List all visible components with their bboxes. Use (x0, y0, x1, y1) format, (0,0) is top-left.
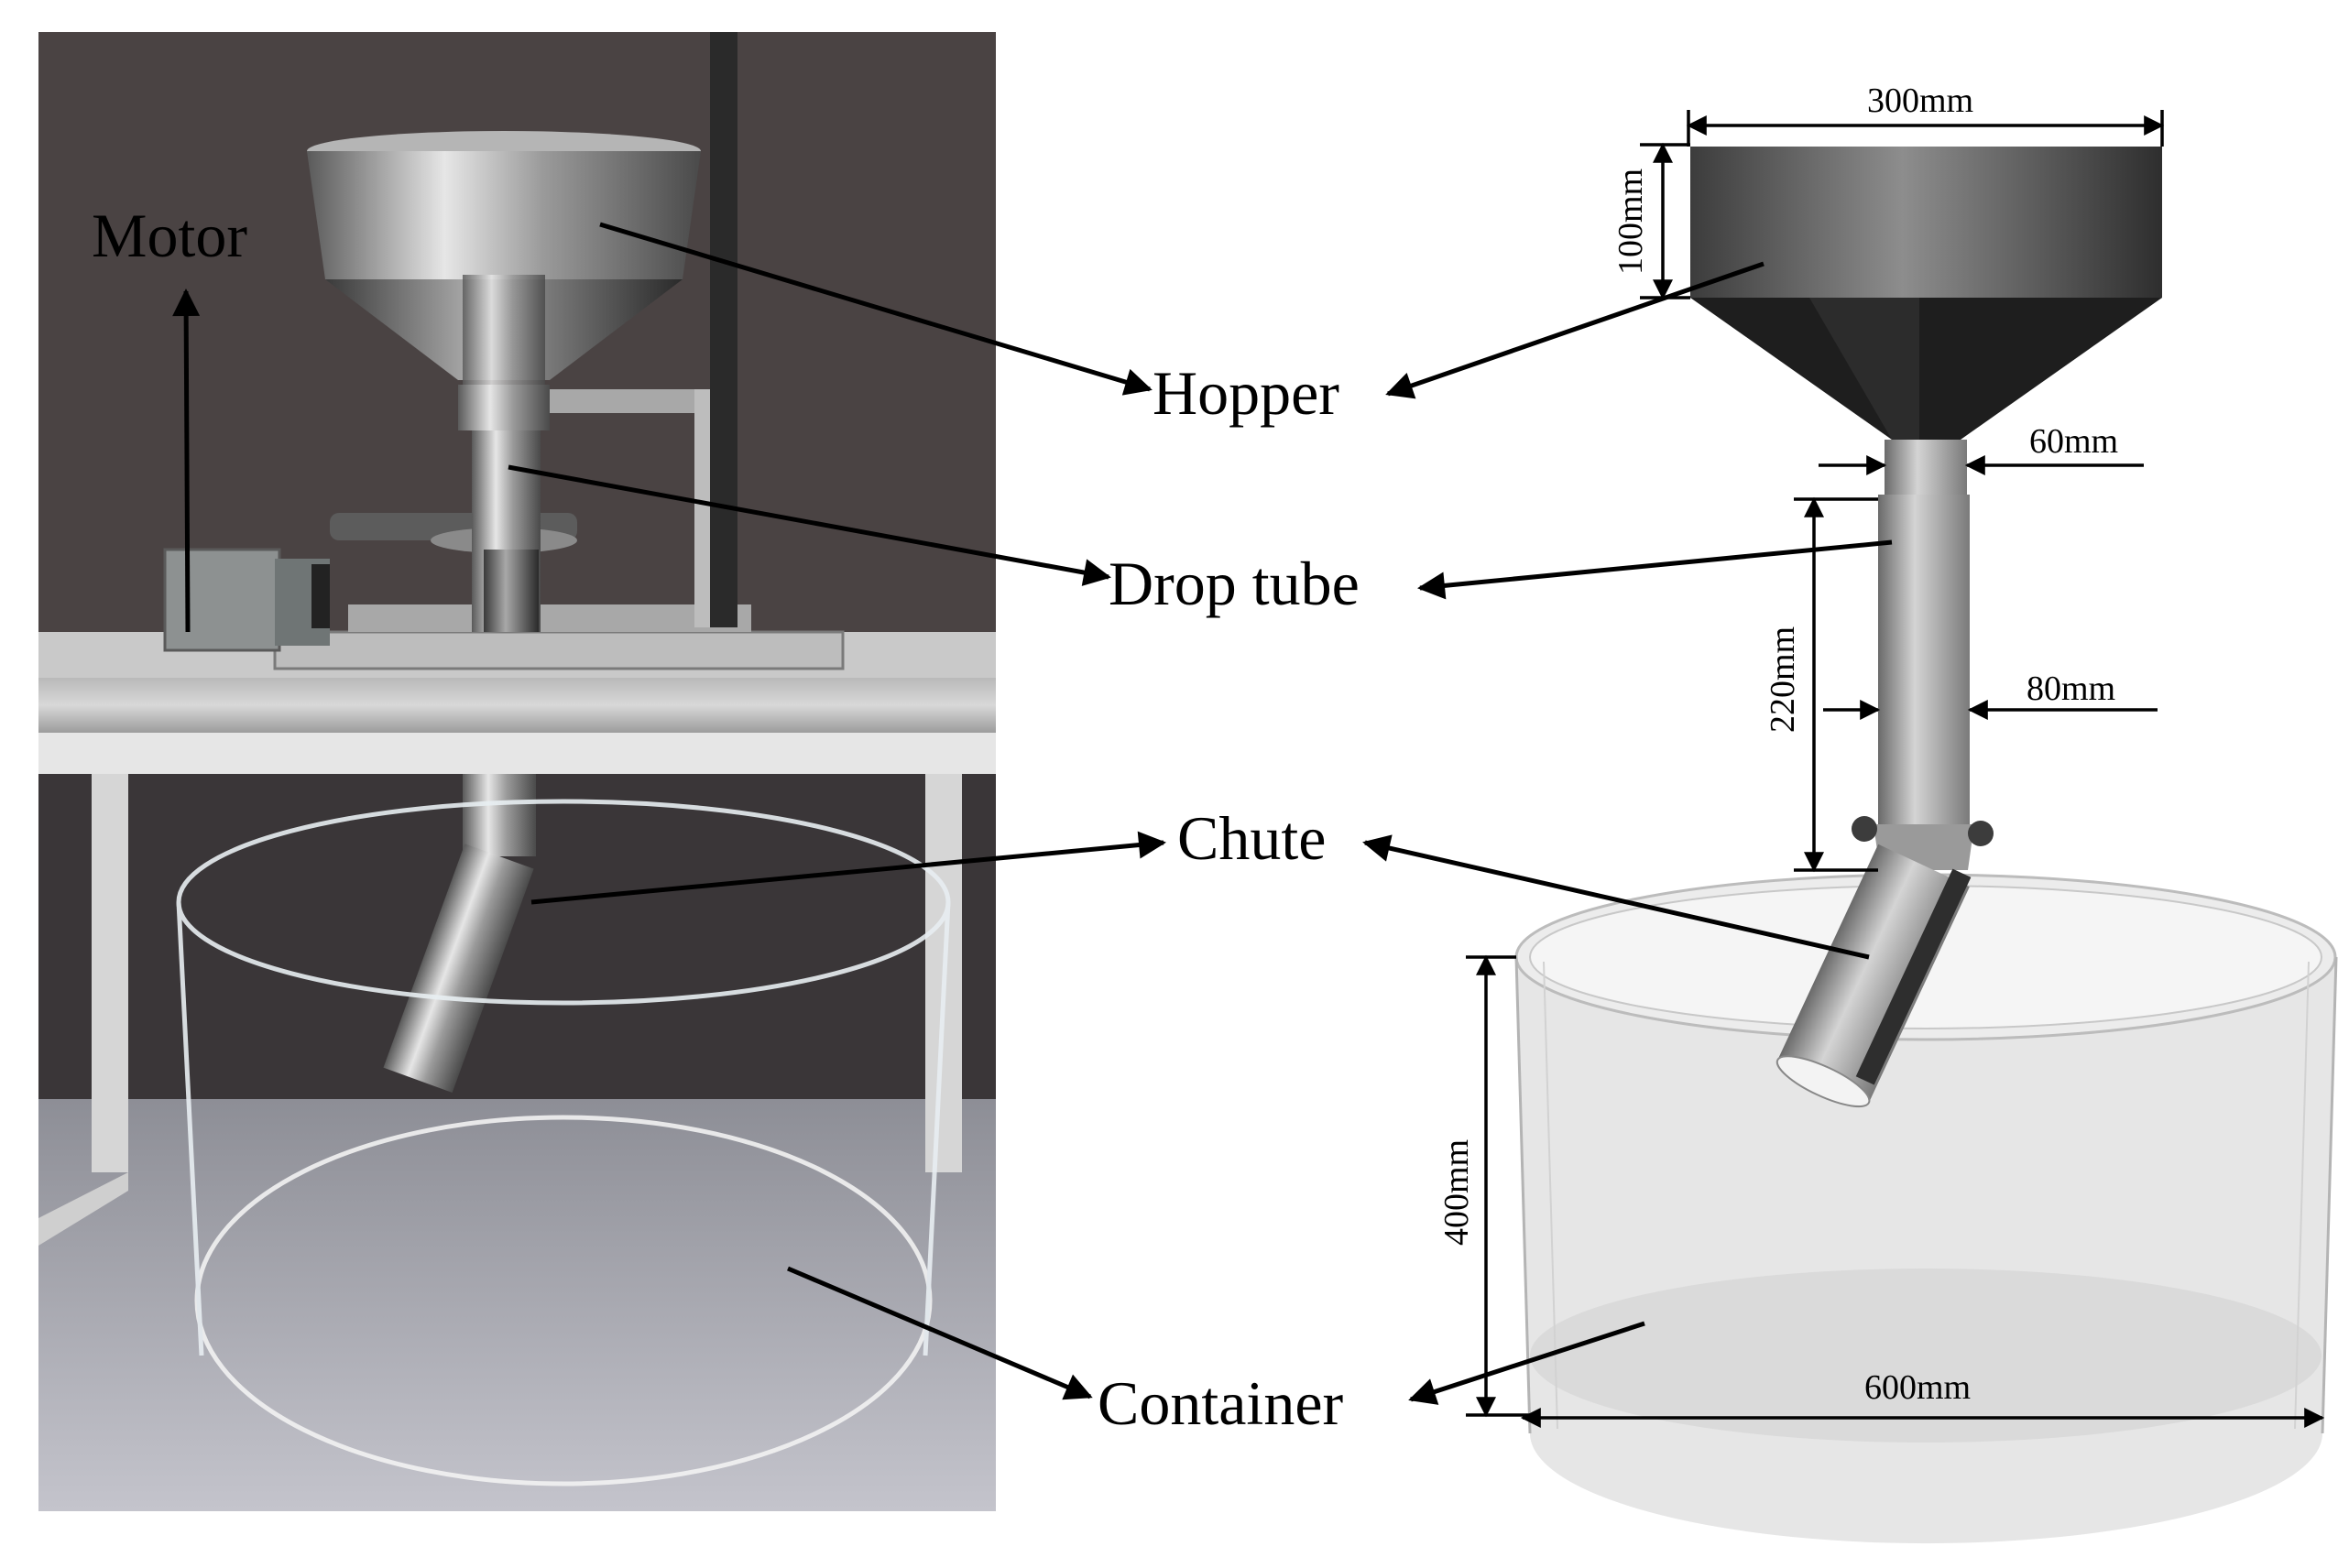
motor-photo (163, 548, 330, 652)
label-drop-tube: Drop tube (1109, 549, 1360, 618)
dim-hopper-height: 100mm (1612, 169, 1650, 275)
leader-arrows (172, 222, 1893, 1405)
dim-tube-top-diameter: 60mm (2029, 422, 2118, 461)
drop-tube-cad (1874, 440, 1974, 870)
label-chute: Chute (1177, 803, 1326, 873)
dim-tube-length: 220mm (1764, 626, 1802, 733)
dim-tube-diameter: 80mm (2027, 670, 2115, 708)
chute-cad (1775, 844, 1972, 1108)
container-photo (176, 799, 951, 1486)
dimension-lines (1466, 110, 2325, 1428)
label-hopper: Hopper (1153, 358, 1339, 428)
hopper-cad (1690, 147, 2162, 440)
dim-hopper-width: 300mm (1867, 82, 1973, 120)
label-container: Container (1098, 1368, 1344, 1438)
dim-container-diameter: 600mm (1864, 1368, 1971, 1407)
hopper-photo (307, 131, 701, 385)
label-motor: Motor (92, 201, 247, 270)
photo-panel (38, 32, 996, 1511)
dimension-labels: 300mm 100mm 60mm 220mm 80mm 400mm 600mm (1437, 82, 2118, 1407)
component-labels: Motor Hopper Drop tube Chute Container (92, 201, 1360, 1438)
dim-container-height: 400mm (1437, 1139, 1476, 1246)
cad-panel (1514, 147, 2338, 1544)
